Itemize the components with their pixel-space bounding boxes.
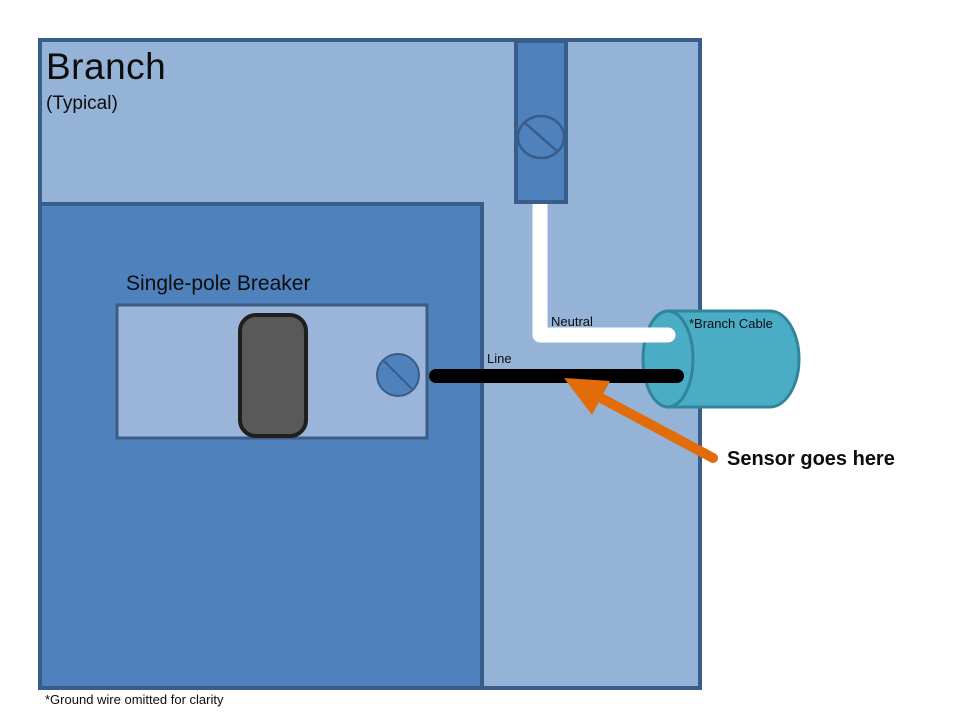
- sensor-arrow-head: [564, 378, 610, 415]
- breaker-label: Single-pole Breaker: [126, 272, 311, 295]
- branch-cable-end-cap: [641, 309, 695, 409]
- sensor-arrow-shaft: [596, 393, 718, 463]
- line-wire-label: Line: [487, 351, 512, 366]
- page-title: Branch: [46, 46, 167, 87]
- branch-panel: [38, 202, 484, 690]
- bus-bar-screw-slot: [523, 121, 559, 153]
- breaker-screw-slot: [383, 360, 413, 390]
- page-subtitle: (Typical): [46, 93, 118, 114]
- branch-cable-label: *Branch Cable: [689, 316, 773, 331]
- neutral-wire: [532, 188, 676, 343]
- sensor-callout-label: Sensor goes here: [727, 448, 895, 470]
- ground-wire-footnote: *Ground wire omitted for clarity: [45, 692, 224, 707]
- neutral-wire-label: Neutral: [551, 314, 593, 329]
- branch-cable-cylinder: [666, 309, 801, 409]
- breaker-switch: [238, 313, 308, 438]
